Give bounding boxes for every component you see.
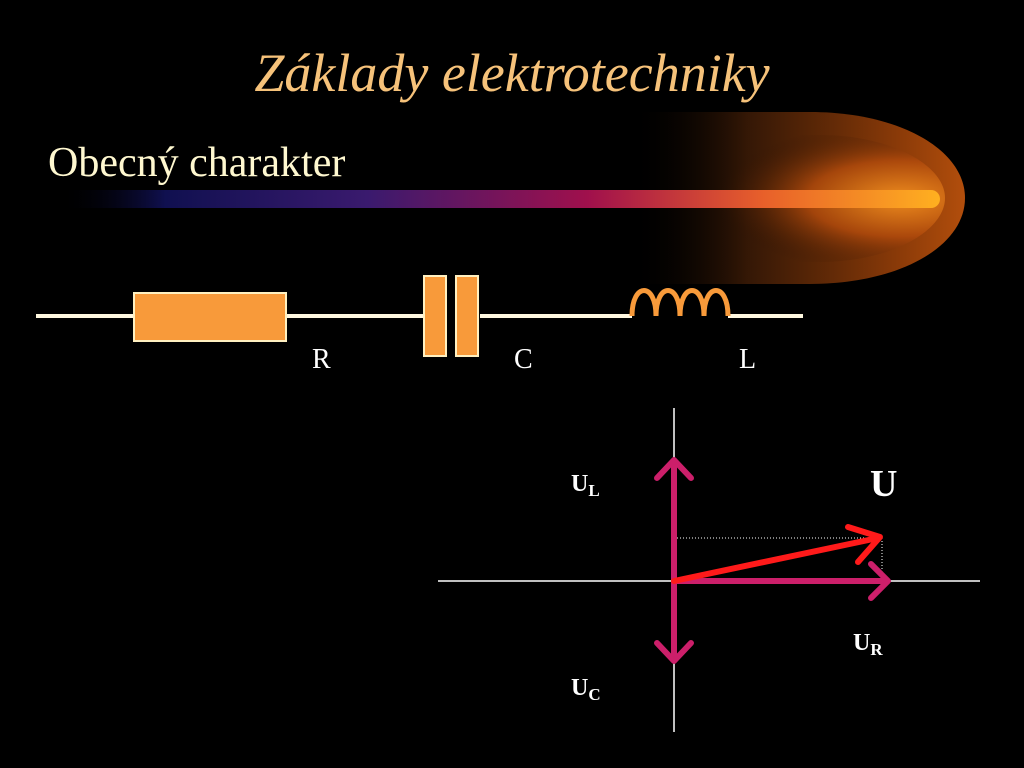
u-resultant-label: U	[870, 463, 898, 505]
comet-streak	[60, 190, 940, 208]
slide-title: Základy elektrotechniky	[254, 43, 770, 103]
u-resultant-arrowhead	[845, 524, 883, 565]
ul-arrowhead	[654, 457, 694, 481]
inductor-label: L	[739, 344, 757, 375]
capacitor-plate-left	[423, 275, 447, 357]
uc-label: UC	[571, 675, 601, 704]
inductor-symbol	[629, 288, 731, 317]
ur-label: UR	[853, 630, 883, 659]
capacitor-label: C	[514, 344, 533, 375]
resistor-label: R	[312, 344, 331, 375]
slide-subtitle: Obecný charakter	[48, 140, 346, 186]
resistor-symbol	[133, 292, 287, 342]
ur-arrowhead	[868, 561, 891, 601]
capacitor-plate-right	[455, 275, 479, 357]
ul-label: UL	[571, 471, 600, 500]
u-resultant-vector	[671, 535, 881, 584]
uc-arrowhead	[654, 640, 694, 664]
